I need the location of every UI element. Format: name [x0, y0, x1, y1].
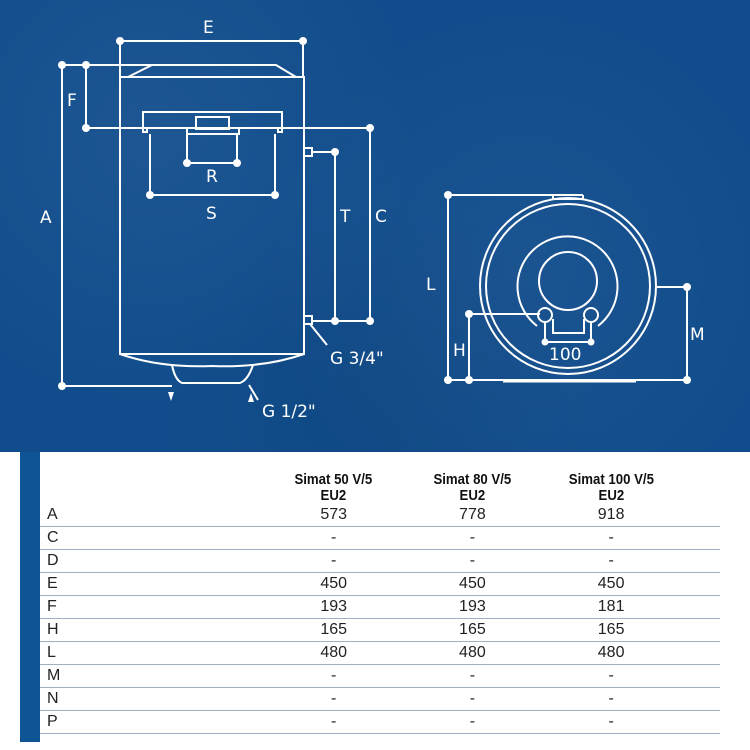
label-G12: G 1/2" — [262, 402, 316, 422]
label-C: C — [375, 207, 387, 227]
label-E: E — [203, 18, 214, 38]
label-L: L — [426, 275, 436, 295]
label-F: F — [67, 91, 77, 111]
table-row: N--- — [40, 687, 720, 711]
label-T: T — [339, 207, 351, 227]
table-row: D--- — [40, 549, 720, 573]
header-pad — [683, 452, 718, 504]
label-S: S — [206, 204, 217, 224]
inlet-arrow-icon — [248, 393, 254, 402]
label-R: R — [206, 167, 218, 187]
drain-arrow-icon — [168, 392, 174, 401]
header-blank — [53, 452, 250, 504]
dimension-drawing: E F A R S T C G 3/4" G 1/2" L H M 100 — [40, 18, 705, 422]
tank-body-outline — [119, 76, 305, 355]
label-M: M — [690, 325, 705, 345]
technical-drawing: E F A R S T C G 3/4" G 1/2" L H M 100 — [0, 0, 750, 452]
table-row: C--- — [40, 526, 720, 550]
label-A: A — [40, 208, 52, 228]
table-row: M--- — [40, 664, 720, 688]
label-100: 100 — [549, 345, 581, 365]
label-H: H — [453, 341, 466, 361]
label-G34: G 3/4" — [330, 349, 384, 369]
table-accent-bar — [20, 452, 40, 742]
table-row: P--- — [40, 710, 720, 734]
